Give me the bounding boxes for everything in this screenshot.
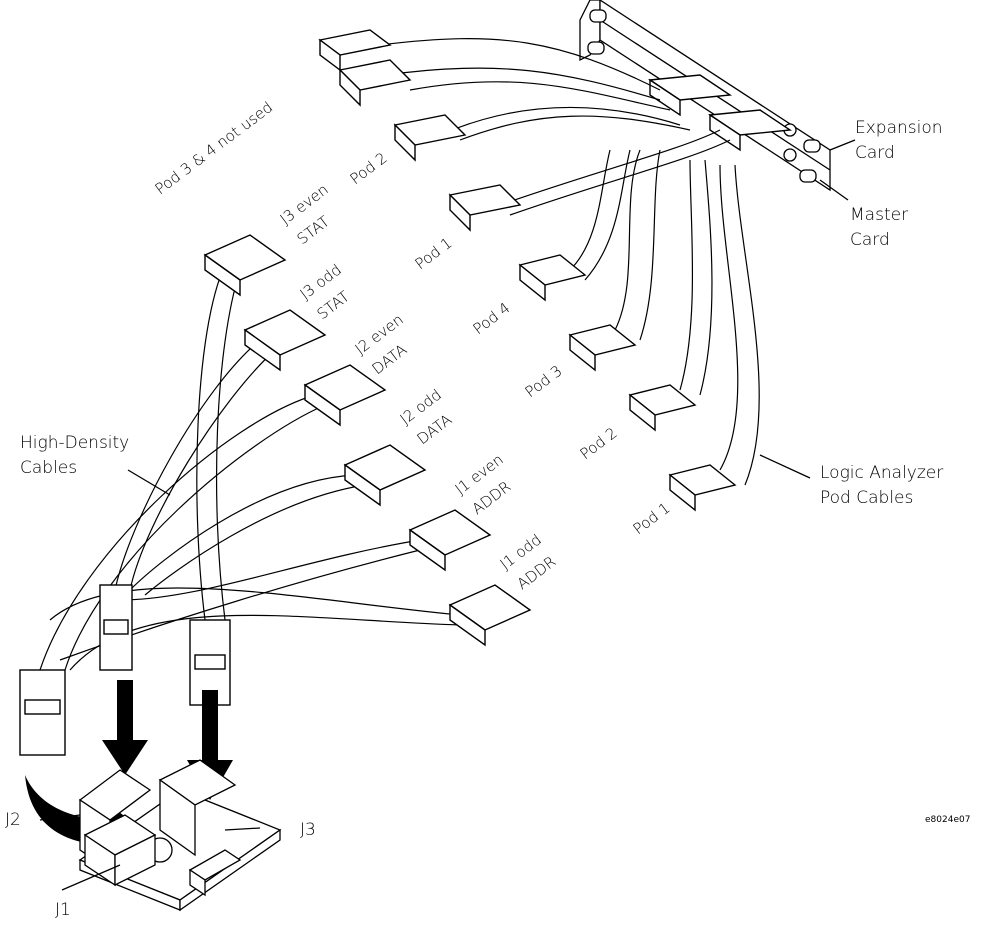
pod-cables (379, 38, 760, 486)
master-card-label-1: Master (850, 205, 908, 225)
pod-3-4-label: Pod 3 & 4 not used (152, 98, 277, 198)
j1-label: J1 (55, 900, 71, 920)
master-card-label-2: Card (850, 230, 890, 250)
expansion-pod-1-label: Pod 1 (412, 234, 456, 273)
master-pod-1-label: Pod 1 (630, 499, 674, 538)
thumbscrew-icon (587, 9, 821, 183)
callouts: Expansion Card Master Card High-Density … (5, 118, 943, 920)
master-pod-3-label: Pod 3 (522, 362, 566, 401)
pod-cables-label-1: Logic Analyzer (820, 463, 943, 483)
card-bracket (579, 0, 831, 192)
expansion-pod-2-label: Pod 2 (347, 149, 391, 188)
j3-label: J3 (300, 820, 316, 840)
figure-id: e8024e07 (925, 815, 970, 825)
master-pod-4-label: Pod 4 (470, 299, 514, 338)
j2-label: J2 (5, 810, 21, 830)
probe-board (78, 759, 282, 912)
leader-lines (39, 139, 856, 891)
expansion-card-label-2: Card (855, 143, 895, 163)
high-density-label-1: High-Density (20, 433, 129, 453)
plug-ends (19, 584, 231, 756)
expansion-card-label-1: Expansion (855, 118, 943, 138)
high-density-label-2: Cables (20, 458, 77, 478)
connector-blocks (203, 29, 737, 647)
master-pod-2-label: Pod 2 (577, 424, 621, 463)
pod-cables-label-2: Pod Cables (820, 488, 913, 508)
